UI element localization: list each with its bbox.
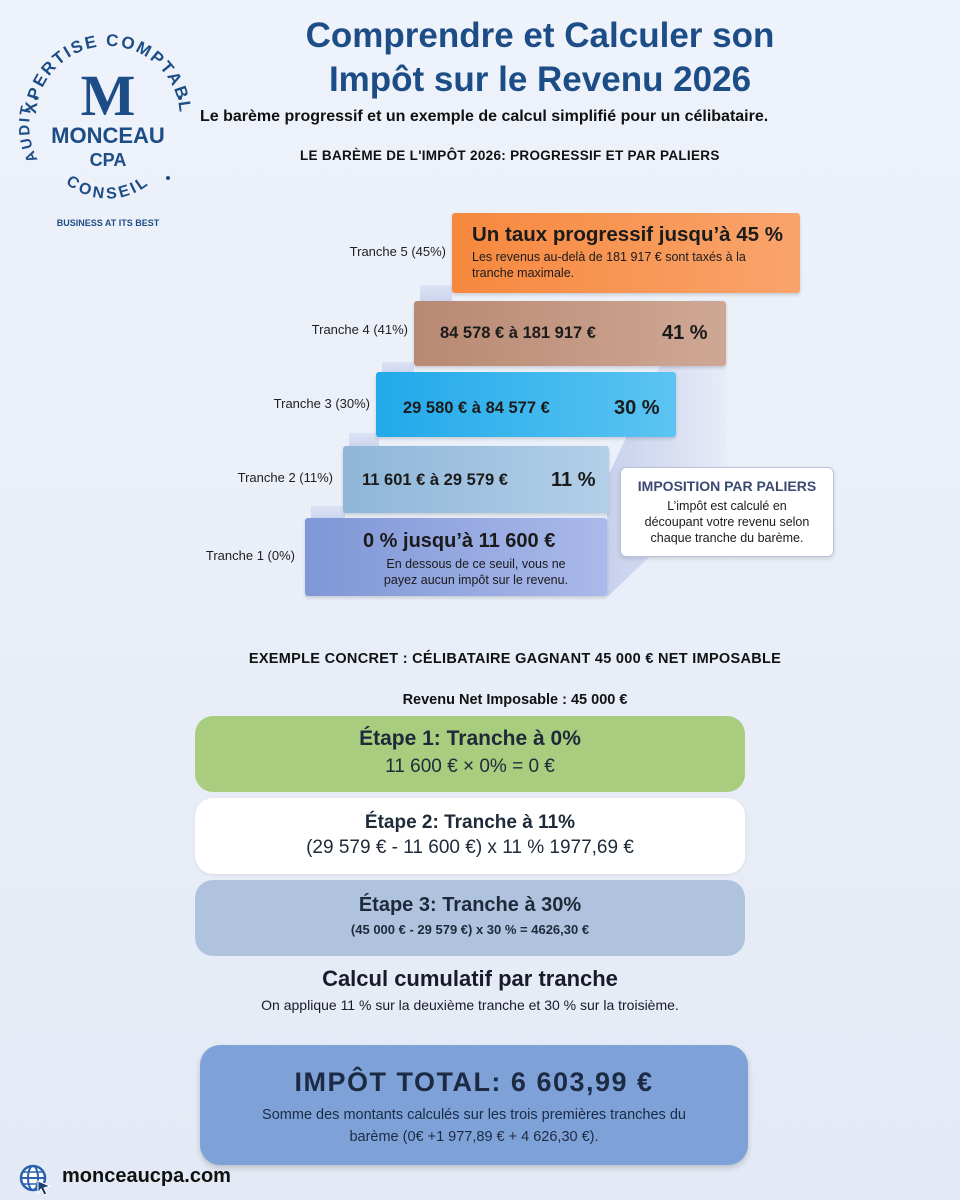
- logo-sub: CPA: [90, 150, 127, 170]
- riser: [349, 433, 379, 449]
- tranche-3-rate: 30 %: [614, 397, 660, 419]
- tranche-5-desc-1: Les revenus au-delà de 181 917 € sont ta…: [472, 250, 746, 264]
- etape-3-title: Étape 3: Tranche à 30%: [358, 894, 582, 916]
- tranche-2-step: 11 601 € à 29 579 € 11 %: [343, 446, 609, 513]
- tranche-5-headline: Un taux progressif jusqu’à 45 %: [472, 223, 783, 246]
- bareme-heading: LE BARÈME DE L'IMPÔT 2026: PROGRESSIF ET…: [300, 148, 720, 163]
- riser: [420, 285, 452, 305]
- tranche-2-label: Tranche 2 (11%): [237, 470, 333, 485]
- globe-cursor-icon: [19, 1164, 52, 1196]
- svg-text:AUDIT: AUDIT: [16, 103, 41, 165]
- logo-ring-left: AUDIT: [16, 103, 39, 165]
- etape-1-card: Étape 1: Tranche à 0% 11 600 € × 0% = 0 …: [195, 716, 745, 792]
- tranche-1-headline: 0 % jusqu’à 11 600 €: [363, 530, 556, 552]
- tranche-4-rate: 41 %: [662, 322, 708, 344]
- tranche-5-desc-2: tranche maximale.: [472, 266, 575, 280]
- cumul-title: Calcul cumulatif par tranche: [322, 966, 618, 991]
- page-title-line2: Impôt sur le Revenu 2026: [328, 60, 752, 99]
- total-title: IMPÔT TOTAL: 6 603,99 €: [294, 1067, 654, 1097]
- page-title-line1: Comprendre et Calculer son: [305, 16, 775, 55]
- tranche-2-range: 11 601 € à 29 579 €: [362, 471, 508, 489]
- tranche-1-desc-2: payez aucun impôt sur le revenu.: [383, 573, 569, 587]
- cumul-desc: On applique 11 % sur la deuxième tranche…: [261, 997, 679, 1013]
- etape-1-calc: 11 600 € × 0% = 0 €: [385, 756, 555, 777]
- tranche-4-step: 84 578 € à 181 917 € 41 %: [414, 301, 726, 366]
- revenu-net: Revenu Net Imposable : 45 000 €: [402, 692, 628, 708]
- total-desc-2: barème (0€ +1 977,89 € + 4 626,30 €).: [349, 1129, 599, 1145]
- logo-tagline: BUSINESS AT ITS BEST: [57, 218, 160, 228]
- callout-line-1: L’impôt est calculé en: [667, 499, 787, 513]
- exemple-heading: EXEMPLE CONCRET : CÉLIBATAIRE GAGNANT 45…: [248, 651, 782, 667]
- logo-monogram: M: [81, 63, 136, 128]
- tranche-4-label: Tranche 4 (41%): [311, 322, 408, 337]
- tranche-4-range: 84 578 € à 181 917 €: [440, 324, 596, 342]
- logo-ring-bottom: CONSEIL: [63, 173, 150, 203]
- etape-3-card: Étape 3: Tranche à 30% (45 000 € - 29 57…: [195, 880, 745, 956]
- callout-line-2: découpant votre revenu selon: [644, 515, 810, 529]
- total-desc-1: Somme des montants calculés sur les troi…: [262, 1107, 686, 1123]
- etape-3-calc: (45 000 € - 29 579 €) x 30 % = 4626,30 €: [350, 922, 590, 937]
- etape-2-title: Étape 2: Tranche à 11%: [364, 812, 576, 833]
- tranche-1-label: Tranche 1 (0%): [205, 548, 295, 563]
- callout-line-3: chaque tranche du barème.: [650, 531, 804, 545]
- callout-title: IMPOSITION PAR PALIERS: [637, 478, 817, 494]
- etape-2-card: Étape 2: Tranche à 11% (29 579 € - 11 60…: [195, 798, 745, 874]
- tranche-5-step: Un taux progressif jusqu’à 45 % Les reve…: [452, 213, 800, 293]
- total-box: IMPÔT TOTAL: 6 603,99 € Somme des montan…: [200, 1045, 748, 1165]
- imposition-callout: IMPOSITION PAR PALIERS L’impôt est calcu…: [620, 467, 834, 557]
- tranche-2-rate: 11 %: [551, 469, 596, 491]
- tranche-3-range: 29 580 € à 84 577 €: [403, 399, 550, 417]
- tranche-1-step: 0 % jusqu’à 11 600 € En dessous de ce se…: [305, 518, 607, 596]
- tranche-5-label: Tranche 5 (45%): [349, 244, 446, 259]
- website-link[interactable]: monceaucpa.com: [62, 1165, 231, 1187]
- etape-2-calc: (29 579 € - 11 600 €) x 11 % 1977,69 €: [306, 837, 634, 858]
- monceau-cpa-logo: EXPERTISE COMPTABLE CONSEIL AUDIT M MONC…: [8, 10, 193, 228]
- tranche-3-label: Tranche 3 (30%): [273, 396, 370, 411]
- page-subtitle: Le barème progressif et un exemple de ca…: [200, 108, 769, 125]
- svg-text:CONSEIL: CONSEIL: [63, 173, 153, 203]
- logo-name: MONCEAU: [51, 123, 165, 148]
- tranche-3-step: 29 580 € à 84 577 € 30 %: [376, 372, 676, 437]
- tranche-1-desc-1: En dessous de ce seuil, vous ne: [386, 557, 566, 571]
- etape-1-title: Étape 1: Tranche à 0%: [359, 727, 581, 750]
